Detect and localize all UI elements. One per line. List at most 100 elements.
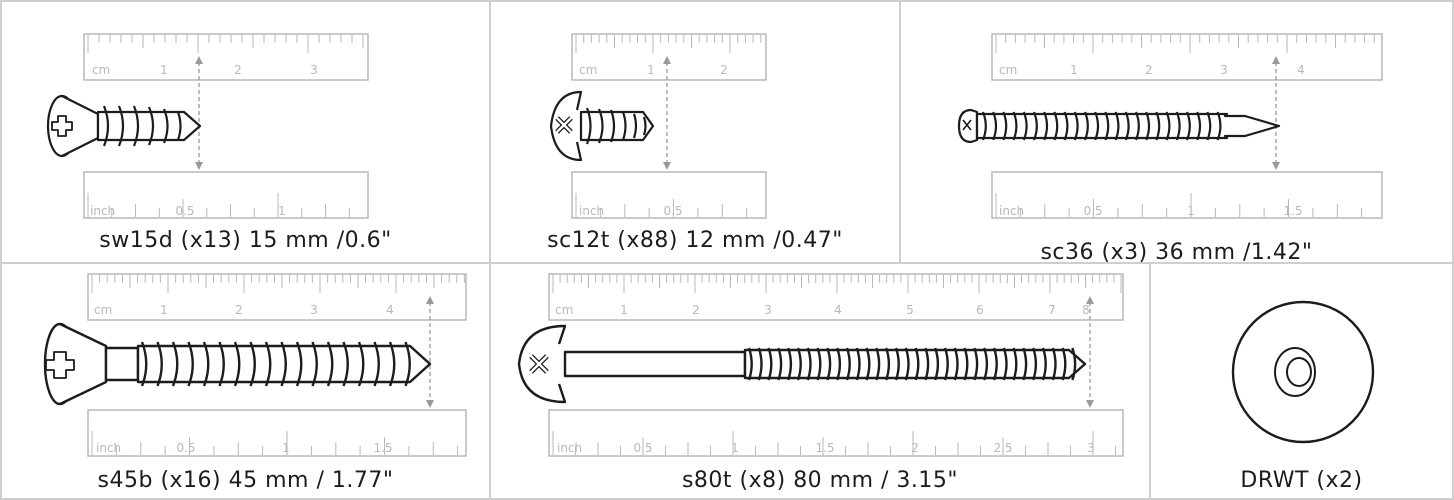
screw-thread	[1061, 347, 1067, 381]
cm-tick-label: 3	[310, 303, 318, 317]
screw-thread	[1041, 347, 1047, 381]
washer-drwt	[1231, 300, 1375, 444]
screw-thread	[1051, 347, 1057, 381]
cm-tick-label: 4	[834, 303, 842, 317]
screw-thread	[1043, 111, 1049, 141]
screw-thread	[1206, 111, 1212, 141]
screw-thread	[973, 347, 979, 381]
cm-tick-label: 2	[720, 63, 728, 77]
screw-thread	[156, 341, 163, 387]
sw15d-figure: cm 1 2 3 inch 0.5 1	[46, 33, 369, 219]
screw-thread	[1012, 347, 1018, 381]
inch-tick-label: 1.5	[1283, 204, 1302, 218]
cm-tick-label: 2	[235, 303, 243, 317]
cm-tick-label: 4	[386, 303, 394, 317]
screw-thread	[295, 341, 303, 387]
screw-s45b	[43, 322, 432, 406]
screw-thread	[826, 347, 832, 381]
screw-thread	[280, 341, 287, 387]
inch-tick-label: 0.5	[633, 441, 652, 455]
cm-tick-label: 7	[1048, 303, 1056, 317]
panel-sc36: cm 1 2 3 4 inch 0.5 1 1.5	[899, 0, 1454, 264]
screw-thread	[943, 347, 949, 381]
inch-tick-label: 1	[282, 441, 290, 455]
screw-thread	[747, 347, 753, 381]
screw-thread	[981, 111, 987, 141]
screw-thread	[357, 341, 365, 387]
screw-thread	[875, 347, 881, 381]
screw-thread	[1002, 347, 1008, 381]
panel-sc12t: cm 1 2 inch 0.5 sc12t (x88) 12 mm /0.47"	[489, 0, 901, 264]
screw-thread	[171, 341, 179, 387]
sc36-figure: cm 1 2 3 4 inch 0.5 1 1.5	[957, 33, 1383, 219]
screw-s80t	[517, 324, 1087, 404]
screw-thread	[983, 347, 989, 381]
screw-thread	[1145, 111, 1151, 141]
screw-thread	[1012, 111, 1018, 141]
screw-thread	[1022, 111, 1028, 141]
inch-unit-label: inch	[90, 204, 115, 218]
cm-ruler: cm 1 2 3 4 5 6 7 8	[548, 273, 1124, 321]
cm-tick-label: 4	[1297, 63, 1305, 77]
screw-thread	[373, 341, 380, 387]
sw15d-caption: sw15d (x13) 15 mm /0.6"	[99, 228, 392, 253]
screw-thread	[1071, 347, 1077, 381]
inch-tick-label: 0.5	[175, 204, 194, 218]
inch-unit-label: inch	[579, 204, 604, 218]
s45b-figure: cm 1 2 3 4 inch 0.5 1 1.5	[43, 273, 467, 457]
cm-unit-label: cm	[94, 303, 112, 317]
inch-ruler: inch 0.5 1	[83, 171, 369, 219]
panel-s45b: cm 1 2 3 4 inch 0.5 1 1.5	[0, 262, 491, 500]
screw-sw15d	[46, 94, 202, 158]
sc12t-figure: cm 1 2 inch 0.5	[549, 33, 767, 219]
screw-thread	[1216, 111, 1222, 141]
inch-tick-label: 0.5	[1083, 204, 1102, 218]
screw-thread	[1165, 111, 1171, 141]
panel-s80t: cm 1 2 3 4 5 6 7 8 inch 0.5 1 1.5 2 2.5 …	[489, 262, 1151, 500]
screw-thread	[249, 341, 256, 387]
screw-thread	[326, 341, 334, 387]
screw-thread	[1155, 111, 1161, 141]
screw-thread	[1022, 347, 1028, 381]
cm-tick-label: 3	[764, 303, 772, 317]
inch-ruler: inch 0.5 1 1.5	[991, 171, 1383, 219]
cm-unit-label: cm	[579, 63, 597, 77]
drwt-figure	[1231, 300, 1375, 444]
screw-thread	[1073, 111, 1079, 141]
screw-thread	[202, 341, 210, 387]
inch-tick-label: 1	[731, 441, 739, 455]
cm-unit-label: cm	[92, 63, 110, 77]
inch-tick-label: 3	[1087, 441, 1095, 455]
cm-tick-label: 1	[647, 63, 655, 77]
screw-thread	[264, 341, 272, 387]
cm-ruler: cm 1 2 3	[83, 33, 369, 81]
screw-thread	[1124, 111, 1130, 141]
screw-thread	[767, 347, 773, 381]
screw-thread	[885, 347, 891, 381]
screw-thread	[233, 341, 241, 387]
inch-ruler: inch 0.5	[571, 171, 767, 219]
inch-unit-label: inch	[557, 441, 582, 455]
screw-thread	[1032, 347, 1038, 381]
screw-thread	[1053, 111, 1059, 141]
s80t-caption: s80t (x8) 80 mm / 3.15"	[681, 468, 959, 493]
screw-thread	[1175, 111, 1181, 141]
screw-thread	[1094, 111, 1100, 141]
cm-tick-label: 5	[906, 303, 914, 317]
screw-thread	[816, 347, 822, 381]
cm-tick-label: 3	[1220, 63, 1228, 77]
screw-thread	[1185, 111, 1191, 141]
cm-ruler: cm 1 2 3 4	[87, 273, 467, 321]
screw-thread	[904, 347, 910, 381]
screw-sc12t	[549, 90, 655, 162]
screw-thread	[787, 347, 793, 381]
cm-unit-label: cm	[555, 303, 573, 317]
screw-thread	[187, 341, 194, 387]
screw-thread	[963, 347, 969, 381]
screw-thread	[992, 111, 998, 141]
cm-ruler: cm 1 2	[571, 33, 767, 81]
screw-thread	[218, 341, 225, 387]
screw-thread	[404, 341, 411, 387]
screw-thread	[1032, 111, 1038, 141]
